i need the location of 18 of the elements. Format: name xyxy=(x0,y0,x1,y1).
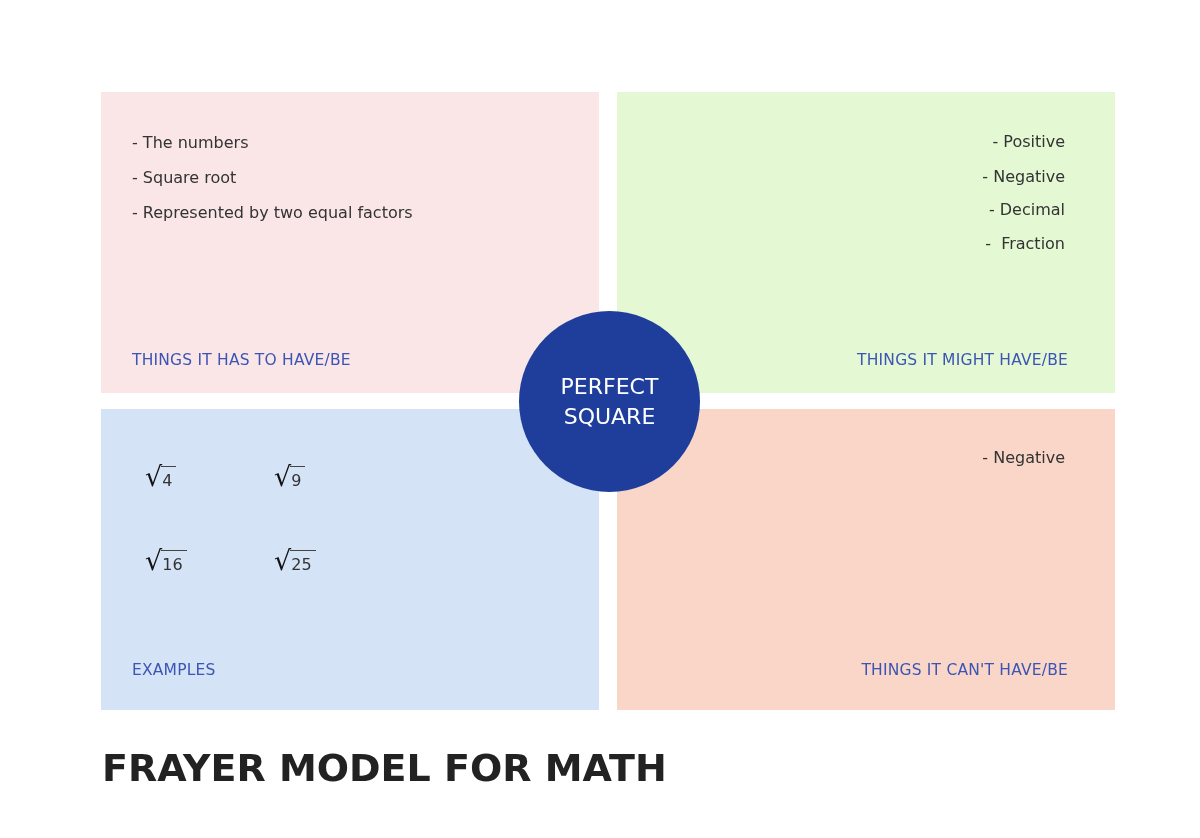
math-expression: √25 xyxy=(274,546,316,580)
list-item: - Negative xyxy=(982,167,1065,187)
list-item: - Fraction xyxy=(985,234,1065,254)
diagram-title: FRAYER MODEL FOR MATH xyxy=(102,745,667,791)
section-heading: THINGS IT MIGHT HAVE/BE xyxy=(857,350,1068,370)
math-expression: √16 xyxy=(145,546,187,580)
section-heading: THINGS IT CAN'T HAVE/BE xyxy=(861,660,1068,680)
list-item: - Square root xyxy=(132,168,237,188)
term-label: PERFECT SQUARE xyxy=(559,372,660,431)
math-expression: √9 xyxy=(274,462,306,496)
list-item: - Negative xyxy=(982,448,1065,468)
list-item: - The numbers xyxy=(132,133,249,153)
section-heading: EXAMPLES xyxy=(132,660,216,680)
section-heading: THINGS IT HAS TO HAVE/BE xyxy=(132,350,351,370)
list-item: - Positive xyxy=(992,132,1065,152)
math-expression: √4 xyxy=(145,462,177,496)
list-item: - Represented by two equal factors xyxy=(132,203,413,223)
list-item: - Decimal xyxy=(988,200,1065,220)
